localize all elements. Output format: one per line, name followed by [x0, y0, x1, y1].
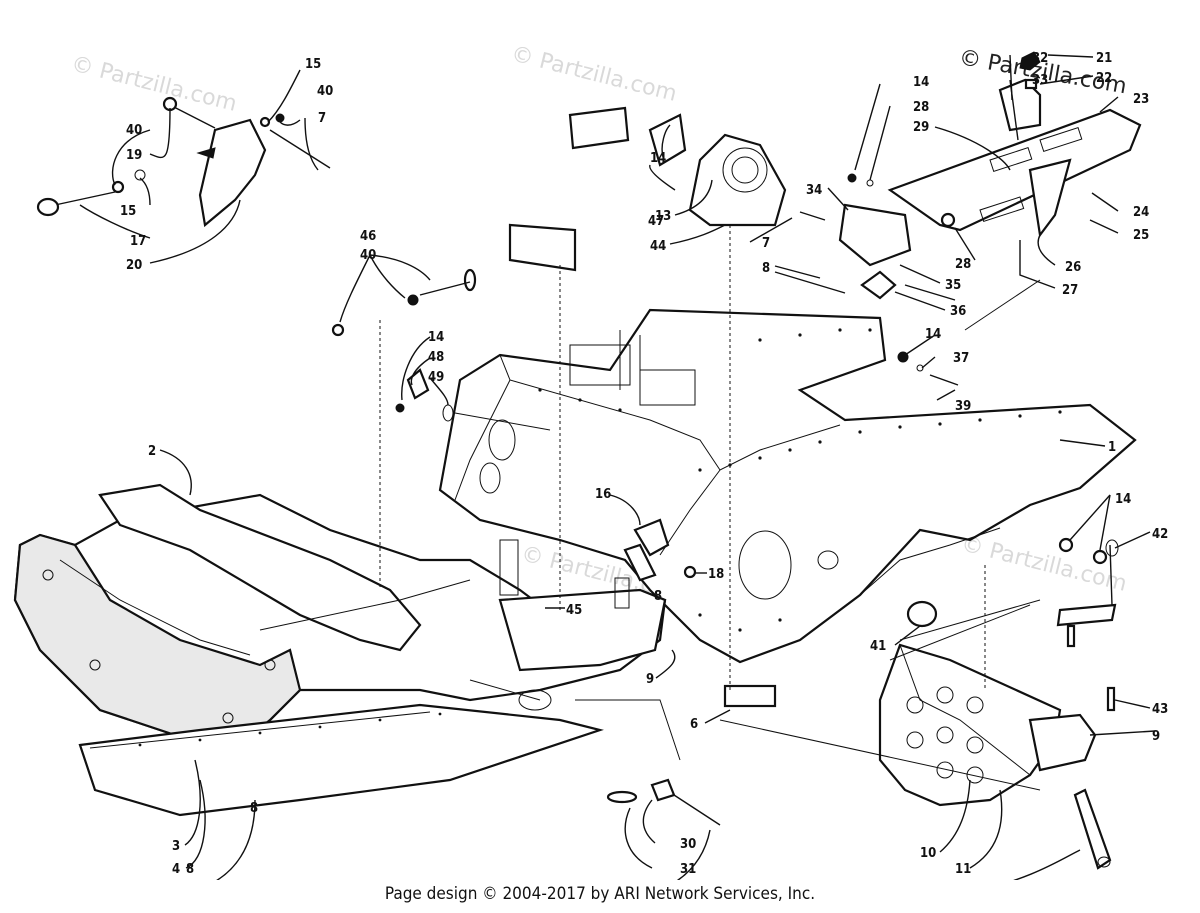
- callout-label: 20: [126, 258, 142, 273]
- callout-label: 31: [680, 862, 696, 877]
- callout-labels: 1 2 3 4 5 6 7 7 8 8 8 8 9 9 10 11 12 13 …: [120, 51, 1168, 877]
- assembly-lines: [379, 225, 1041, 791]
- watermark-text: © Partzilla.com: [69, 52, 240, 117]
- callout-label: 8: [654, 589, 662, 604]
- callout-label: 23: [1133, 92, 1149, 107]
- callout-label: 19: [126, 148, 142, 163]
- bracket-part-16: [623, 518, 670, 582]
- belly-pan: [78, 703, 604, 817]
- callout-label: 49: [428, 370, 444, 385]
- callout-label: 40: [126, 123, 142, 138]
- callout-label: 28: [955, 257, 971, 272]
- callout-label: 48: [428, 350, 444, 365]
- callout-label: 47: [648, 214, 664, 229]
- callout-label: 35: [945, 278, 961, 293]
- callout-label: 25: [1133, 228, 1149, 243]
- callout-label: 8: [186, 862, 194, 877]
- small-hardware: [331, 173, 1116, 826]
- watermark-text: © Partzilla.com: [509, 42, 680, 107]
- stirrup-part-42: [1056, 539, 1119, 627]
- panel-part-47: [508, 223, 577, 272]
- callout-label: 16: [595, 487, 611, 502]
- front-bulkhead-part-2: [13, 483, 667, 747]
- callout-label: 34: [806, 183, 822, 198]
- callout-label: 14: [913, 75, 929, 90]
- callout-label: 14: [1115, 492, 1131, 507]
- footrest-part-11: [878, 643, 1097, 807]
- callout-label: 36: [950, 304, 966, 319]
- callout-label: 4: [172, 862, 180, 877]
- callout-label: 41: [870, 639, 886, 654]
- callout-label: 24: [1133, 205, 1149, 220]
- callout-label: 3: [172, 839, 180, 854]
- callout-label: 33: [1032, 73, 1048, 88]
- callout-label: 15: [120, 204, 136, 219]
- callout-label: 18: [708, 567, 724, 582]
- callout-label: 39: [955, 399, 971, 414]
- callout-label: 28: [913, 100, 929, 115]
- side-bracket-part-17: [36, 96, 331, 228]
- strap-part-12: [1073, 788, 1112, 870]
- callout-label: 27: [1062, 283, 1078, 298]
- callout-label: 9: [1152, 729, 1160, 744]
- callout-label: 37: [953, 351, 969, 366]
- callout-label: 9: [646, 672, 654, 687]
- watermark-text: © Partzilla.com: [959, 532, 1130, 597]
- callout-label: 26: [1065, 260, 1081, 275]
- callout-label: 30: [680, 837, 696, 852]
- callout-label: 40: [317, 84, 333, 99]
- callout-label: 29: [913, 120, 929, 135]
- callout-label: 14: [925, 327, 941, 342]
- callout-label: 10: [920, 846, 936, 861]
- knob-part-21: [1019, 51, 1041, 90]
- callout-label: 8: [762, 261, 770, 276]
- bracket-part-34: [838, 203, 912, 300]
- callout-label: 8: [250, 801, 258, 816]
- callout-label: 42: [1152, 527, 1168, 542]
- callout-label: 46: [360, 229, 376, 244]
- callout-label: 6: [690, 717, 698, 732]
- callout-label: 44: [650, 239, 666, 254]
- callout-label: 22: [1096, 71, 1112, 86]
- callout-label: 15: [305, 57, 321, 72]
- callout-label: 1: [1108, 440, 1116, 455]
- callout-label: 13: [655, 209, 671, 224]
- frame-tunnel-part-1: [438, 308, 1137, 664]
- callout-label: 11: [955, 862, 971, 877]
- callout-label: 40: [360, 248, 376, 263]
- console-part-23: [887, 78, 1142, 238]
- callout-label: 21: [1096, 51, 1112, 66]
- callout-label: 32: [1032, 51, 1048, 66]
- callout-label: 17: [130, 234, 146, 249]
- callout-label: 2: [148, 444, 156, 459]
- rivet-row: [538, 328, 1062, 632]
- callout-label: 7: [318, 111, 326, 126]
- exploded-view-drawing: © Partzilla.com © Partzilla.com © Partzi…: [13, 42, 1168, 880]
- callout-label: 14: [428, 330, 444, 345]
- callout-label: 7: [762, 236, 770, 251]
- plate-part-44: [568, 106, 687, 167]
- leader-lines: [79, 54, 1156, 880]
- steering-post-part-13: [688, 133, 787, 227]
- page-footer: Page design © 2004-2017 by ARI Network S…: [384, 884, 816, 904]
- callout-label: 45: [566, 603, 582, 618]
- callout-label: 43: [1152, 702, 1168, 717]
- callout-label: 14: [650, 151, 666, 166]
